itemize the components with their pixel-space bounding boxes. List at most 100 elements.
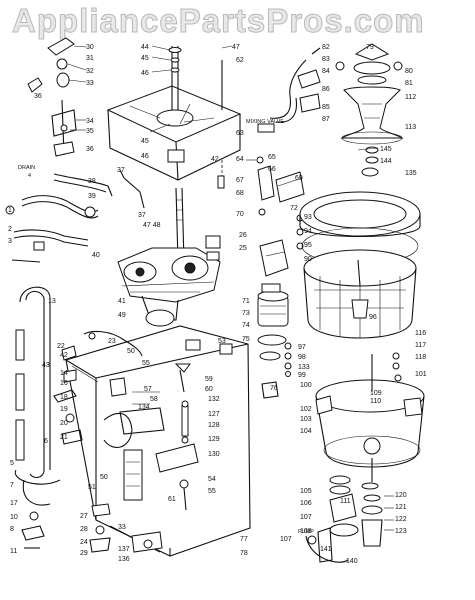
- callout-label: 121: [395, 504, 407, 511]
- callout-label: 117: [415, 342, 427, 349]
- callout-label: 25: [239, 245, 247, 252]
- part-cabinet-internals: [103, 363, 199, 511]
- callout-label: 136: [118, 556, 130, 563]
- callout-label: 62: [236, 57, 244, 64]
- part-basket: [303, 249, 417, 339]
- callout-label: 101: [415, 371, 427, 378]
- callout-label: 70: [236, 211, 244, 218]
- callout-label: 81: [405, 80, 413, 87]
- caption-pump: PUMP: [298, 529, 314, 535]
- callout-label: 120: [395, 492, 407, 499]
- callout-label: 14: [60, 370, 68, 377]
- callout-label: 36: [34, 93, 42, 100]
- callout-label: 17: [10, 500, 18, 507]
- callout-label: 55: [142, 360, 150, 367]
- part-small-washers: [261, 342, 292, 399]
- callout-label: 45: [141, 55, 149, 62]
- callout-label: 94: [304, 228, 312, 235]
- callout-label: 135: [405, 170, 417, 177]
- callout-label: 61: [168, 496, 176, 503]
- callout-label: 2: [8, 226, 12, 233]
- callout-label: 40: [92, 252, 100, 259]
- callout-label: 42: [211, 156, 219, 163]
- callout-label: 77: [240, 536, 248, 543]
- callout-label: 133: [298, 364, 310, 371]
- callout-label: 23: [108, 338, 116, 345]
- callout-label: 59: [205, 376, 213, 383]
- callout-label: 34: [86, 118, 94, 125]
- callout-label: 30: [86, 44, 94, 51]
- callout-label: 28: [80, 526, 88, 533]
- callout-label: 103: [300, 416, 312, 423]
- part-drive-shaft: [151, 45, 182, 110]
- callout-label: 31: [86, 55, 94, 62]
- callout-label: 63: [236, 130, 244, 137]
- callout-label: 128: [208, 422, 220, 429]
- part-tub-ring: [299, 191, 421, 265]
- callout-label: 11: [10, 548, 18, 555]
- callout-label: 47: [232, 44, 240, 51]
- callout-label: 112: [405, 94, 417, 101]
- callout-label: 16: [60, 380, 68, 387]
- callout-label: 109: [370, 390, 382, 397]
- callout-label: 53: [218, 338, 226, 345]
- watermark: AppliancePartsPros.com: [12, 2, 425, 40]
- callout-label: 107: [280, 536, 292, 543]
- callout-label: 129: [208, 436, 220, 443]
- callout-label: 108: [300, 528, 312, 535]
- callout-label: 104: [300, 428, 312, 435]
- callout-label: 145: [380, 146, 392, 153]
- callout-label: 137: [118, 546, 130, 553]
- callout-label: 45: [141, 138, 149, 145]
- callout-label: 85: [322, 104, 330, 111]
- callout-label: 44: [141, 44, 149, 51]
- callout-label: 27: [80, 513, 88, 520]
- caption-mixing-valve: MIXING VALVE: [246, 119, 285, 125]
- callout-label: 33: [86, 80, 94, 87]
- callout-label: 140: [346, 558, 358, 565]
- callout-label: 7: [10, 482, 14, 489]
- callout-label: 130: [208, 451, 220, 458]
- callout-label: 37: [138, 212, 146, 219]
- part-drain-hoses: [5, 173, 113, 263]
- caption-drain: DRAIN: [18, 165, 36, 171]
- callout-label: 13: [48, 298, 56, 305]
- callout-label: 99: [298, 372, 306, 379]
- callout-label: 42: [60, 352, 68, 359]
- callout-label: 75: [242, 336, 250, 343]
- callout-label: 79: [366, 44, 374, 51]
- callout-label: 3: [8, 238, 12, 245]
- callout-label: 86: [322, 86, 330, 93]
- callout-label: 122: [395, 516, 407, 523]
- callout-label: 110: [370, 398, 382, 405]
- callout-label: 24: [80, 539, 88, 546]
- callout-label: 82: [322, 44, 330, 51]
- callout-label: 141: [320, 546, 332, 553]
- callout-label: 26: [239, 232, 247, 239]
- callout-label: 39: [88, 193, 96, 200]
- callout-label: 90: [304, 256, 312, 263]
- callout-label: 111: [340, 498, 351, 505]
- part-left-fittings: [53, 330, 163, 553]
- callout-label: 66: [268, 166, 276, 173]
- callout-label: 20: [60, 420, 68, 427]
- callout-label: 1: [8, 207, 12, 214]
- callout-label: 49: [118, 312, 126, 319]
- callout-label: 33: [118, 524, 126, 531]
- callout-label: 78: [240, 550, 248, 557]
- callout-label: 98: [298, 354, 306, 361]
- callout-label: 37: [117, 167, 125, 174]
- part-cap-assembly: [27, 37, 87, 157]
- callout-label: 72: [290, 205, 298, 212]
- callout-label: 35: [86, 128, 94, 135]
- callout-label: 55: [208, 488, 216, 495]
- part-agitator: [335, 43, 404, 177]
- callout-label: 84: [322, 68, 330, 75]
- callout-label: 22: [57, 343, 65, 350]
- callout-label: 73: [242, 310, 250, 317]
- callout-label: 144: [380, 158, 392, 165]
- callout-label: 74: [242, 322, 250, 329]
- callout-label: 68: [236, 190, 244, 197]
